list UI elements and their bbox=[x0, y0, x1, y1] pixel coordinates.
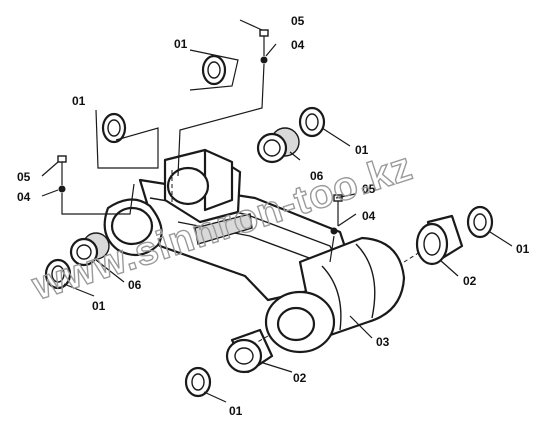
washer-left-top-hole bbox=[107, 119, 121, 137]
callout-link-body: 03 bbox=[376, 335, 390, 349]
callout-seal-lower: 06 bbox=[128, 278, 142, 292]
link-body bbox=[103, 148, 406, 354]
washer-right-hole bbox=[473, 213, 487, 231]
seal-upper bbox=[256, 127, 300, 164]
bushing-right bbox=[415, 214, 464, 266]
seal-lower bbox=[69, 232, 110, 267]
callout-cap-center: 05 bbox=[362, 182, 376, 196]
callout-bushing-right: 02 bbox=[463, 274, 477, 288]
callout-cap-left: 05 bbox=[17, 170, 31, 184]
callout-seal-upper: 06 bbox=[310, 169, 324, 183]
washer-top-hole bbox=[207, 61, 221, 79]
callout-fitting-left: 04 bbox=[17, 190, 31, 204]
callout-cap-top: 05 bbox=[291, 14, 305, 28]
washer-upper-right-hole bbox=[305, 113, 319, 131]
leader-lines bbox=[41, 19, 513, 403]
callout-bushing-bottom: 02 bbox=[293, 371, 307, 385]
callout-washer-left-top: 01 bbox=[72, 94, 86, 108]
callout-washer-right: 01 bbox=[516, 242, 530, 256]
callout-fitting-center: 04 bbox=[362, 209, 376, 223]
grease-fitting-top bbox=[259, 29, 269, 64]
bushing-bottom bbox=[225, 328, 274, 374]
washer-bottom-hole bbox=[191, 373, 205, 391]
washer-left-bottom-hole bbox=[51, 265, 65, 283]
callout-washer-bottom: 01 bbox=[229, 404, 243, 418]
callout-fitting-top: 04 bbox=[291, 38, 305, 52]
callout-washer-upper-right: 01 bbox=[355, 143, 369, 157]
callout-washer-top: 01 bbox=[174, 37, 188, 51]
callout-washer-left-bottom: 01 bbox=[92, 299, 106, 313]
